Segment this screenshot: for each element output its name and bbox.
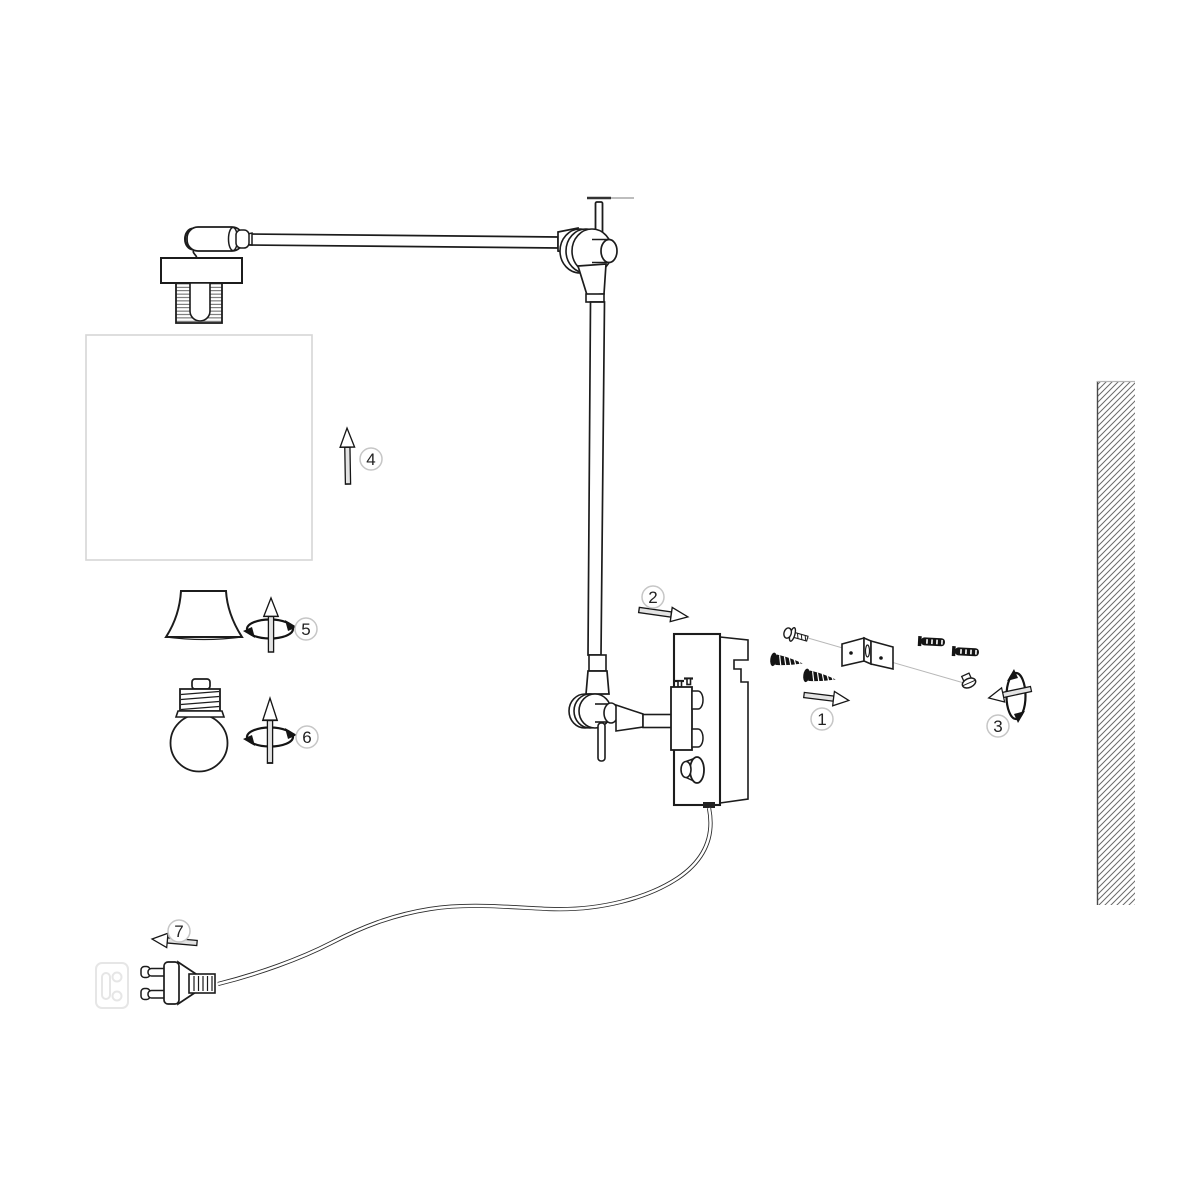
step-number: 5 xyxy=(301,620,310,639)
step-4-badge: 4 xyxy=(359,447,383,471)
cord-exit xyxy=(703,802,715,808)
step-5-badge: 5 xyxy=(294,617,318,641)
socket-cap xyxy=(235,229,250,249)
step-7-badge: 7 xyxy=(167,919,191,943)
step-number: 6 xyxy=(302,728,311,747)
holder-slot xyxy=(189,282,211,322)
dimmer-knob xyxy=(680,760,692,779)
upper-collar xyxy=(576,263,607,296)
step-4: 4 xyxy=(339,427,383,485)
step-number: 3 xyxy=(993,717,1002,736)
joint-cone xyxy=(615,703,644,732)
lower-swivel-joint xyxy=(568,693,677,762)
step-3-badge: 3 xyxy=(986,714,1010,738)
euro-plug-icon xyxy=(140,960,216,1006)
step-5-arrow-up xyxy=(263,597,279,653)
swing-arm-lamp xyxy=(160,196,677,762)
terminal-block xyxy=(670,686,693,751)
step-1-arrow-right xyxy=(802,687,851,709)
joint-pin xyxy=(597,722,606,762)
lamp-socket xyxy=(160,226,250,324)
upper-band xyxy=(585,293,605,303)
step-number: 7 xyxy=(174,922,183,941)
wood-screw-icon xyxy=(801,667,838,687)
step-6-arrow-up xyxy=(261,697,279,764)
wall-cross-section xyxy=(1096,380,1135,905)
step-1-hardware: 1 xyxy=(768,626,965,731)
wall-mount-unit xyxy=(670,632,749,808)
step-3-hardware: 3 xyxy=(916,635,1034,738)
step-5: 5 xyxy=(164,590,318,653)
wall-plug-icon xyxy=(916,635,947,649)
power-cord xyxy=(217,807,713,987)
step-6-badge: 6 xyxy=(295,725,319,749)
wood-screw-icon xyxy=(768,651,805,671)
boss-bottom xyxy=(691,728,704,748)
step-7: 7 xyxy=(95,919,216,1009)
ring-rim xyxy=(165,636,243,641)
vertical-arm xyxy=(587,301,606,656)
step-6: 6 xyxy=(169,678,319,773)
wall-hatching xyxy=(1097,381,1135,905)
light-bulb-icon xyxy=(169,678,229,773)
angle-bracket-icon xyxy=(841,636,894,671)
machine-screw-icon xyxy=(783,626,809,642)
back-plate-keyhole xyxy=(719,636,749,804)
step-number: 2 xyxy=(648,588,657,607)
shade-ring-icon xyxy=(164,590,244,638)
step-4-arrow-up xyxy=(339,427,356,485)
joint-knob xyxy=(600,238,618,264)
square-lampshade xyxy=(85,334,313,561)
step-number: 1 xyxy=(817,710,826,729)
dimmer-knob-base xyxy=(689,756,705,784)
lower-band xyxy=(588,654,607,672)
socket-block xyxy=(160,257,243,284)
step-2: 2 xyxy=(637,585,690,625)
locking-screw-icon xyxy=(960,672,977,689)
upper-swivel-joint xyxy=(559,228,618,274)
step-2-badge: 2 xyxy=(641,585,665,609)
step-number: 4 xyxy=(366,450,375,469)
horizontal-arm xyxy=(249,233,559,249)
wall-outlet-icon xyxy=(95,962,129,1009)
step-1-badge: 1 xyxy=(810,707,834,731)
lower-collar xyxy=(585,670,610,695)
boss-top xyxy=(691,690,704,710)
wall-plug-icon xyxy=(950,645,981,659)
